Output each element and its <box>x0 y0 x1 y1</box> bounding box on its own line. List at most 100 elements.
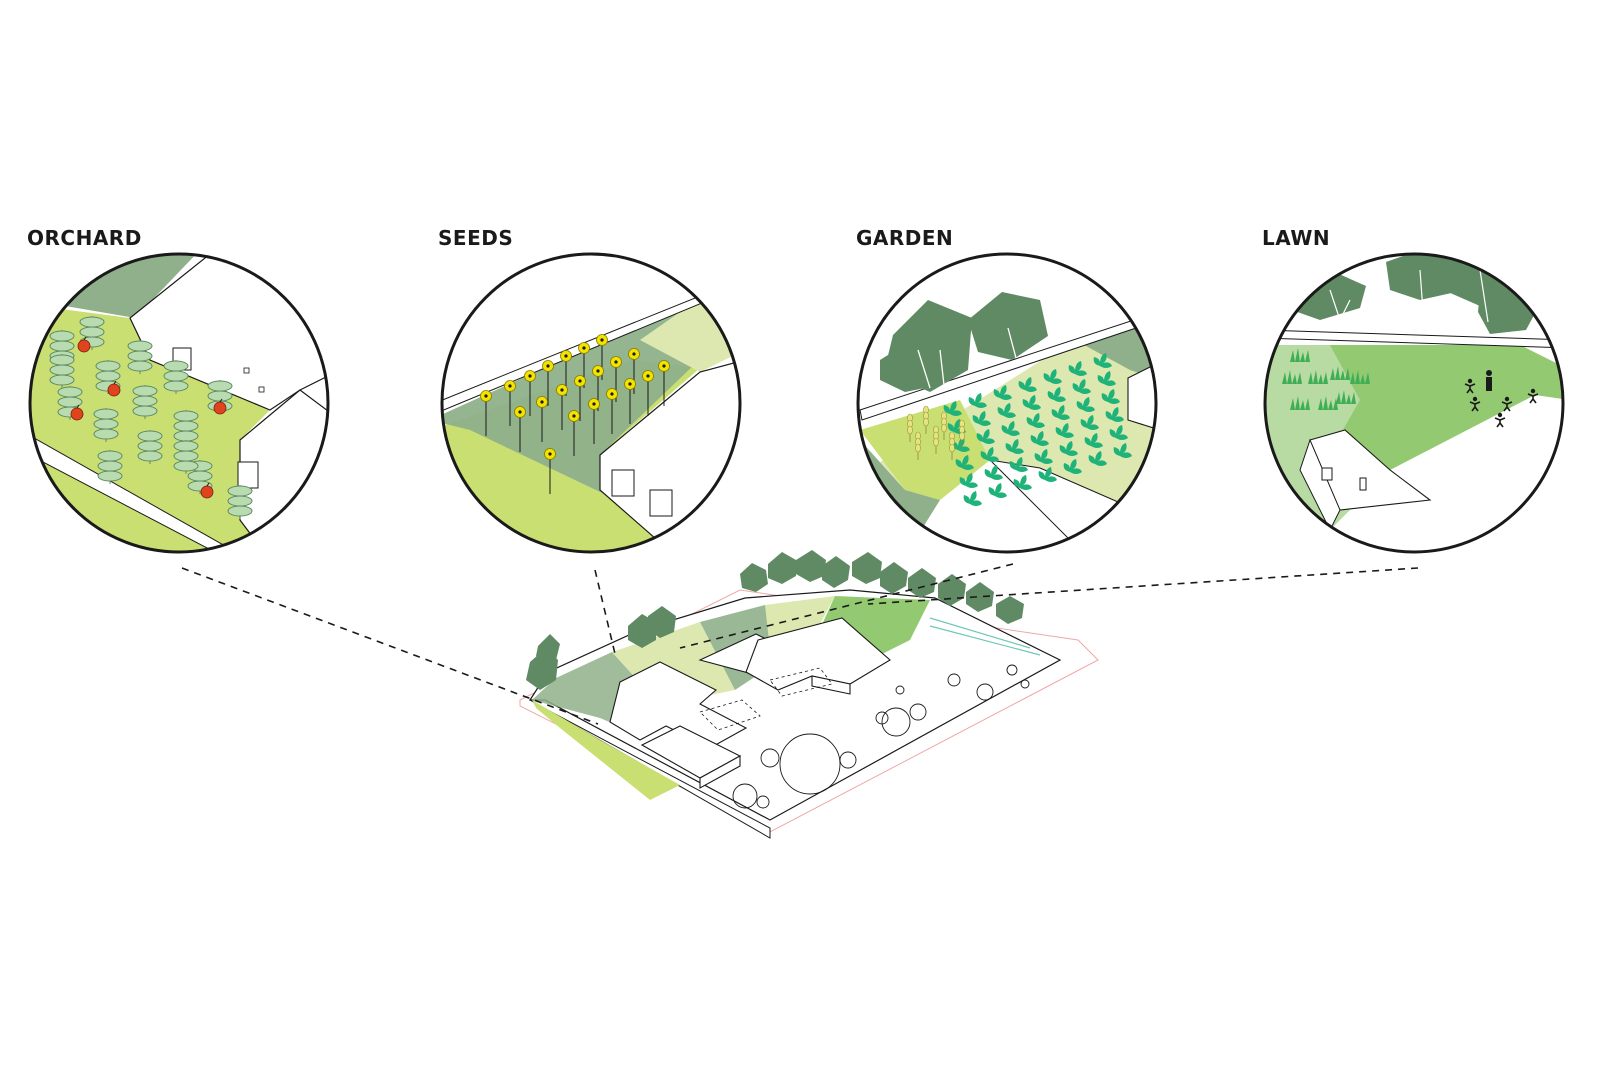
apple-tree-icon <box>132 385 158 419</box>
sunflower-icon <box>574 375 586 421</box>
herb-plant-icon <box>959 473 978 488</box>
sunflower-icon <box>588 398 600 444</box>
seeds-detail <box>440 252 742 554</box>
apple-tree-icon <box>127 340 153 374</box>
herb-plant-icon <box>1080 415 1099 430</box>
apple-tree-icon <box>79 316 105 350</box>
tree-icon <box>536 634 560 664</box>
herb-plant-icon <box>972 411 991 426</box>
building <box>609 617 891 789</box>
herb-plant-icon <box>1009 457 1028 472</box>
sunflower-icon <box>542 360 554 406</box>
lime-lawn-strip <box>532 700 680 800</box>
tree-icon <box>880 562 908 594</box>
garden-lens <box>856 252 1158 554</box>
site-plan <box>519 550 1099 839</box>
lawn-detail <box>1263 252 1565 554</box>
herb-plant-icon <box>1059 441 1078 456</box>
apple-tree-icon <box>173 410 199 444</box>
sunflower-icon <box>536 396 548 442</box>
sunflower-icon <box>624 378 636 424</box>
grass-tuft-icon <box>1290 348 1310 362</box>
sunflower-icon <box>642 370 654 416</box>
sunflower-icon <box>658 360 670 406</box>
herb-plant-icon <box>988 483 1007 498</box>
sunflower-icon <box>524 370 536 416</box>
tree-icon <box>822 556 850 588</box>
herb-plant-icon <box>984 465 1003 480</box>
herb-plant-icon <box>1038 467 1057 482</box>
tree-icon <box>768 552 796 584</box>
herb-plant-icon <box>1113 443 1132 458</box>
grass-tuft-icon <box>1318 396 1338 410</box>
tree-icon <box>996 596 1024 624</box>
apple-tree-icon <box>173 440 199 474</box>
herb-plant-icon <box>1034 449 1053 464</box>
grass-tuft-icon <box>1350 370 1370 384</box>
wheat-icon <box>949 431 955 460</box>
wheat-icon <box>923 405 929 434</box>
lawn-teal-line-2 <box>929 625 1041 656</box>
herb-plant-icon <box>1001 421 1020 436</box>
herb-plant-icon <box>1105 407 1124 422</box>
orchard-connector <box>181 567 599 725</box>
herb-plant-icon <box>1076 397 1095 412</box>
apple-icon <box>77 336 91 353</box>
apple-tree-icon <box>163 360 189 394</box>
apple-icon <box>213 398 227 415</box>
site-boundary <box>519 589 1099 833</box>
sunflower-icon <box>544 448 556 494</box>
herb-plant-icon <box>1088 451 1107 466</box>
herb-plant-icon <box>1022 395 1041 410</box>
tree-icon <box>908 568 936 598</box>
tree-icon <box>1386 254 1456 300</box>
herb-plant-icon <box>1026 413 1045 428</box>
sunflower-icon <box>606 388 618 434</box>
child-icon <box>1501 396 1513 412</box>
herb-plant-icon <box>1072 379 1091 394</box>
grass-tuft-icon <box>1336 390 1356 404</box>
herb-plant-icon <box>951 437 970 452</box>
herb-plant-icon <box>1101 389 1120 404</box>
herb-plant-icon <box>955 455 974 470</box>
herb-plant-icon <box>1055 423 1074 438</box>
herb-plant-icon <box>997 403 1016 418</box>
wheat-icon <box>959 419 965 448</box>
lawn-connector <box>867 567 1419 605</box>
lawn-title: LAWN <box>1262 226 1331 250</box>
garden-connector <box>679 563 1014 649</box>
person-icon <box>1486 370 1492 391</box>
wheat-icon <box>941 411 947 440</box>
apple-icon <box>70 404 84 421</box>
herb-plant-icon <box>968 393 987 408</box>
wheat-icon <box>915 431 921 460</box>
interior-dashed-lines <box>699 667 833 731</box>
lawn-lens <box>1263 252 1565 554</box>
seeds-lens <box>440 252 742 554</box>
seeds-title: SEEDS <box>438 226 514 250</box>
tree-icon <box>880 335 945 392</box>
orchard-detail <box>28 252 330 554</box>
apple-icon <box>107 380 121 397</box>
tree-icon <box>852 552 882 584</box>
sunflower-icon <box>504 380 516 426</box>
wheat-icon <box>907 413 913 442</box>
sunflower-icon <box>556 384 568 430</box>
herb-plant-icon <box>943 401 962 416</box>
herb-plant-icon <box>1097 371 1116 386</box>
sunflower-icon <box>592 365 604 411</box>
apple-tree-icon <box>137 430 163 464</box>
seeds-connector <box>594 569 617 659</box>
child-icon <box>1464 378 1476 394</box>
orchard-title: ORCHARD <box>27 226 142 250</box>
herb-plant-icon <box>980 447 999 462</box>
orchard-lens <box>28 252 330 554</box>
apple-icon <box>200 482 214 499</box>
herb-plant-icon <box>993 385 1012 400</box>
herb-plant-icon <box>1005 439 1024 454</box>
apple-tree-icon <box>227 485 253 519</box>
herb-plant-icon <box>1093 353 1112 368</box>
herb-plant-icon <box>1013 475 1032 490</box>
sunflower-icon <box>568 410 580 456</box>
playground-circles <box>732 664 1030 809</box>
